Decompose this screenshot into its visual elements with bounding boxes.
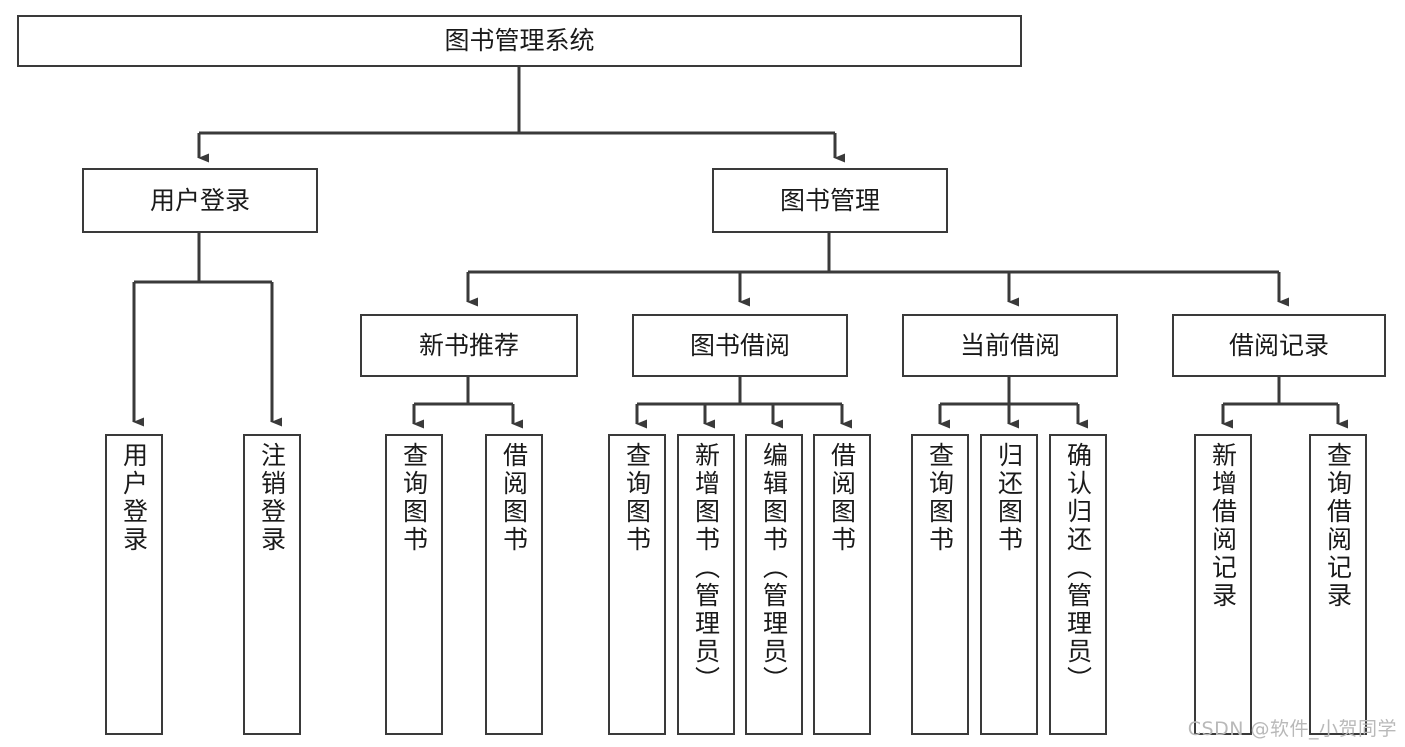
node-label: 查询图书 xyxy=(622,442,652,554)
leaf-edit-book[interactable]: 编辑图书（管理员） xyxy=(745,434,803,735)
node-label: 查询图书 xyxy=(399,442,429,554)
node-label: 借阅记录 xyxy=(1228,330,1329,360)
node-label: 图书借阅 xyxy=(689,330,790,360)
node-new-book-recommend[interactable]: 新书推荐 xyxy=(360,314,578,377)
leaf-borrow-book-2[interactable]: 借阅图书 xyxy=(813,434,871,735)
leaf-add-book[interactable]: 新增图书（管理员） xyxy=(677,434,735,735)
node-root-system[interactable]: 图书管理系统 xyxy=(17,15,1022,67)
node-borrow-record[interactable]: 借阅记录 xyxy=(1172,314,1386,377)
node-label: 借阅图书 xyxy=(499,442,529,554)
node-label: 查询借阅记录 xyxy=(1323,442,1353,610)
node-label: 图书管理系统 xyxy=(444,26,595,56)
leaf-add-borrow-record[interactable]: 新增借阅记录 xyxy=(1194,434,1252,735)
node-label: 借阅图书 xyxy=(827,442,857,554)
node-label: 注销登录 xyxy=(257,442,287,554)
node-user-login[interactable]: 用户登录 xyxy=(82,168,318,233)
node-label: 当前借阅 xyxy=(959,330,1060,360)
node-book-management[interactable]: 图书管理 xyxy=(712,168,948,233)
leaf-query-book-3[interactable]: 查询图书 xyxy=(911,434,969,735)
leaf-user-logout[interactable]: 注销登录 xyxy=(243,434,301,735)
node-label: 查询图书 xyxy=(925,442,955,554)
leaf-query-book-2[interactable]: 查询图书 xyxy=(608,434,666,735)
leaf-query-borrow-record[interactable]: 查询借阅记录 xyxy=(1309,434,1367,735)
node-label: 新书推荐 xyxy=(418,330,519,360)
leaf-user-login[interactable]: 用户登录 xyxy=(105,434,163,735)
node-label: 归还图书 xyxy=(994,442,1024,554)
watermark-text: CSDN @软件_小贺同学 xyxy=(1187,718,1397,740)
leaf-return-book[interactable]: 归还图书 xyxy=(980,434,1038,735)
node-label: 图书管理 xyxy=(779,185,880,215)
leaf-confirm-return[interactable]: 确认归还（管理员） xyxy=(1049,434,1107,735)
node-label: 新增借阅记录 xyxy=(1208,442,1238,610)
node-label: 编辑图书（管理员） xyxy=(759,442,789,694)
leaf-query-book-1[interactable]: 查询图书 xyxy=(385,434,443,735)
leaf-borrow-book-1[interactable]: 借阅图书 xyxy=(485,434,543,735)
node-label: 用户登录 xyxy=(149,185,250,215)
node-label: 确认归还（管理员） xyxy=(1063,442,1093,694)
node-label: 新增图书（管理员） xyxy=(691,442,721,694)
node-book-borrow[interactable]: 图书借阅 xyxy=(632,314,848,377)
node-current-borrow[interactable]: 当前借阅 xyxy=(902,314,1118,377)
node-label: 用户登录 xyxy=(119,442,149,554)
